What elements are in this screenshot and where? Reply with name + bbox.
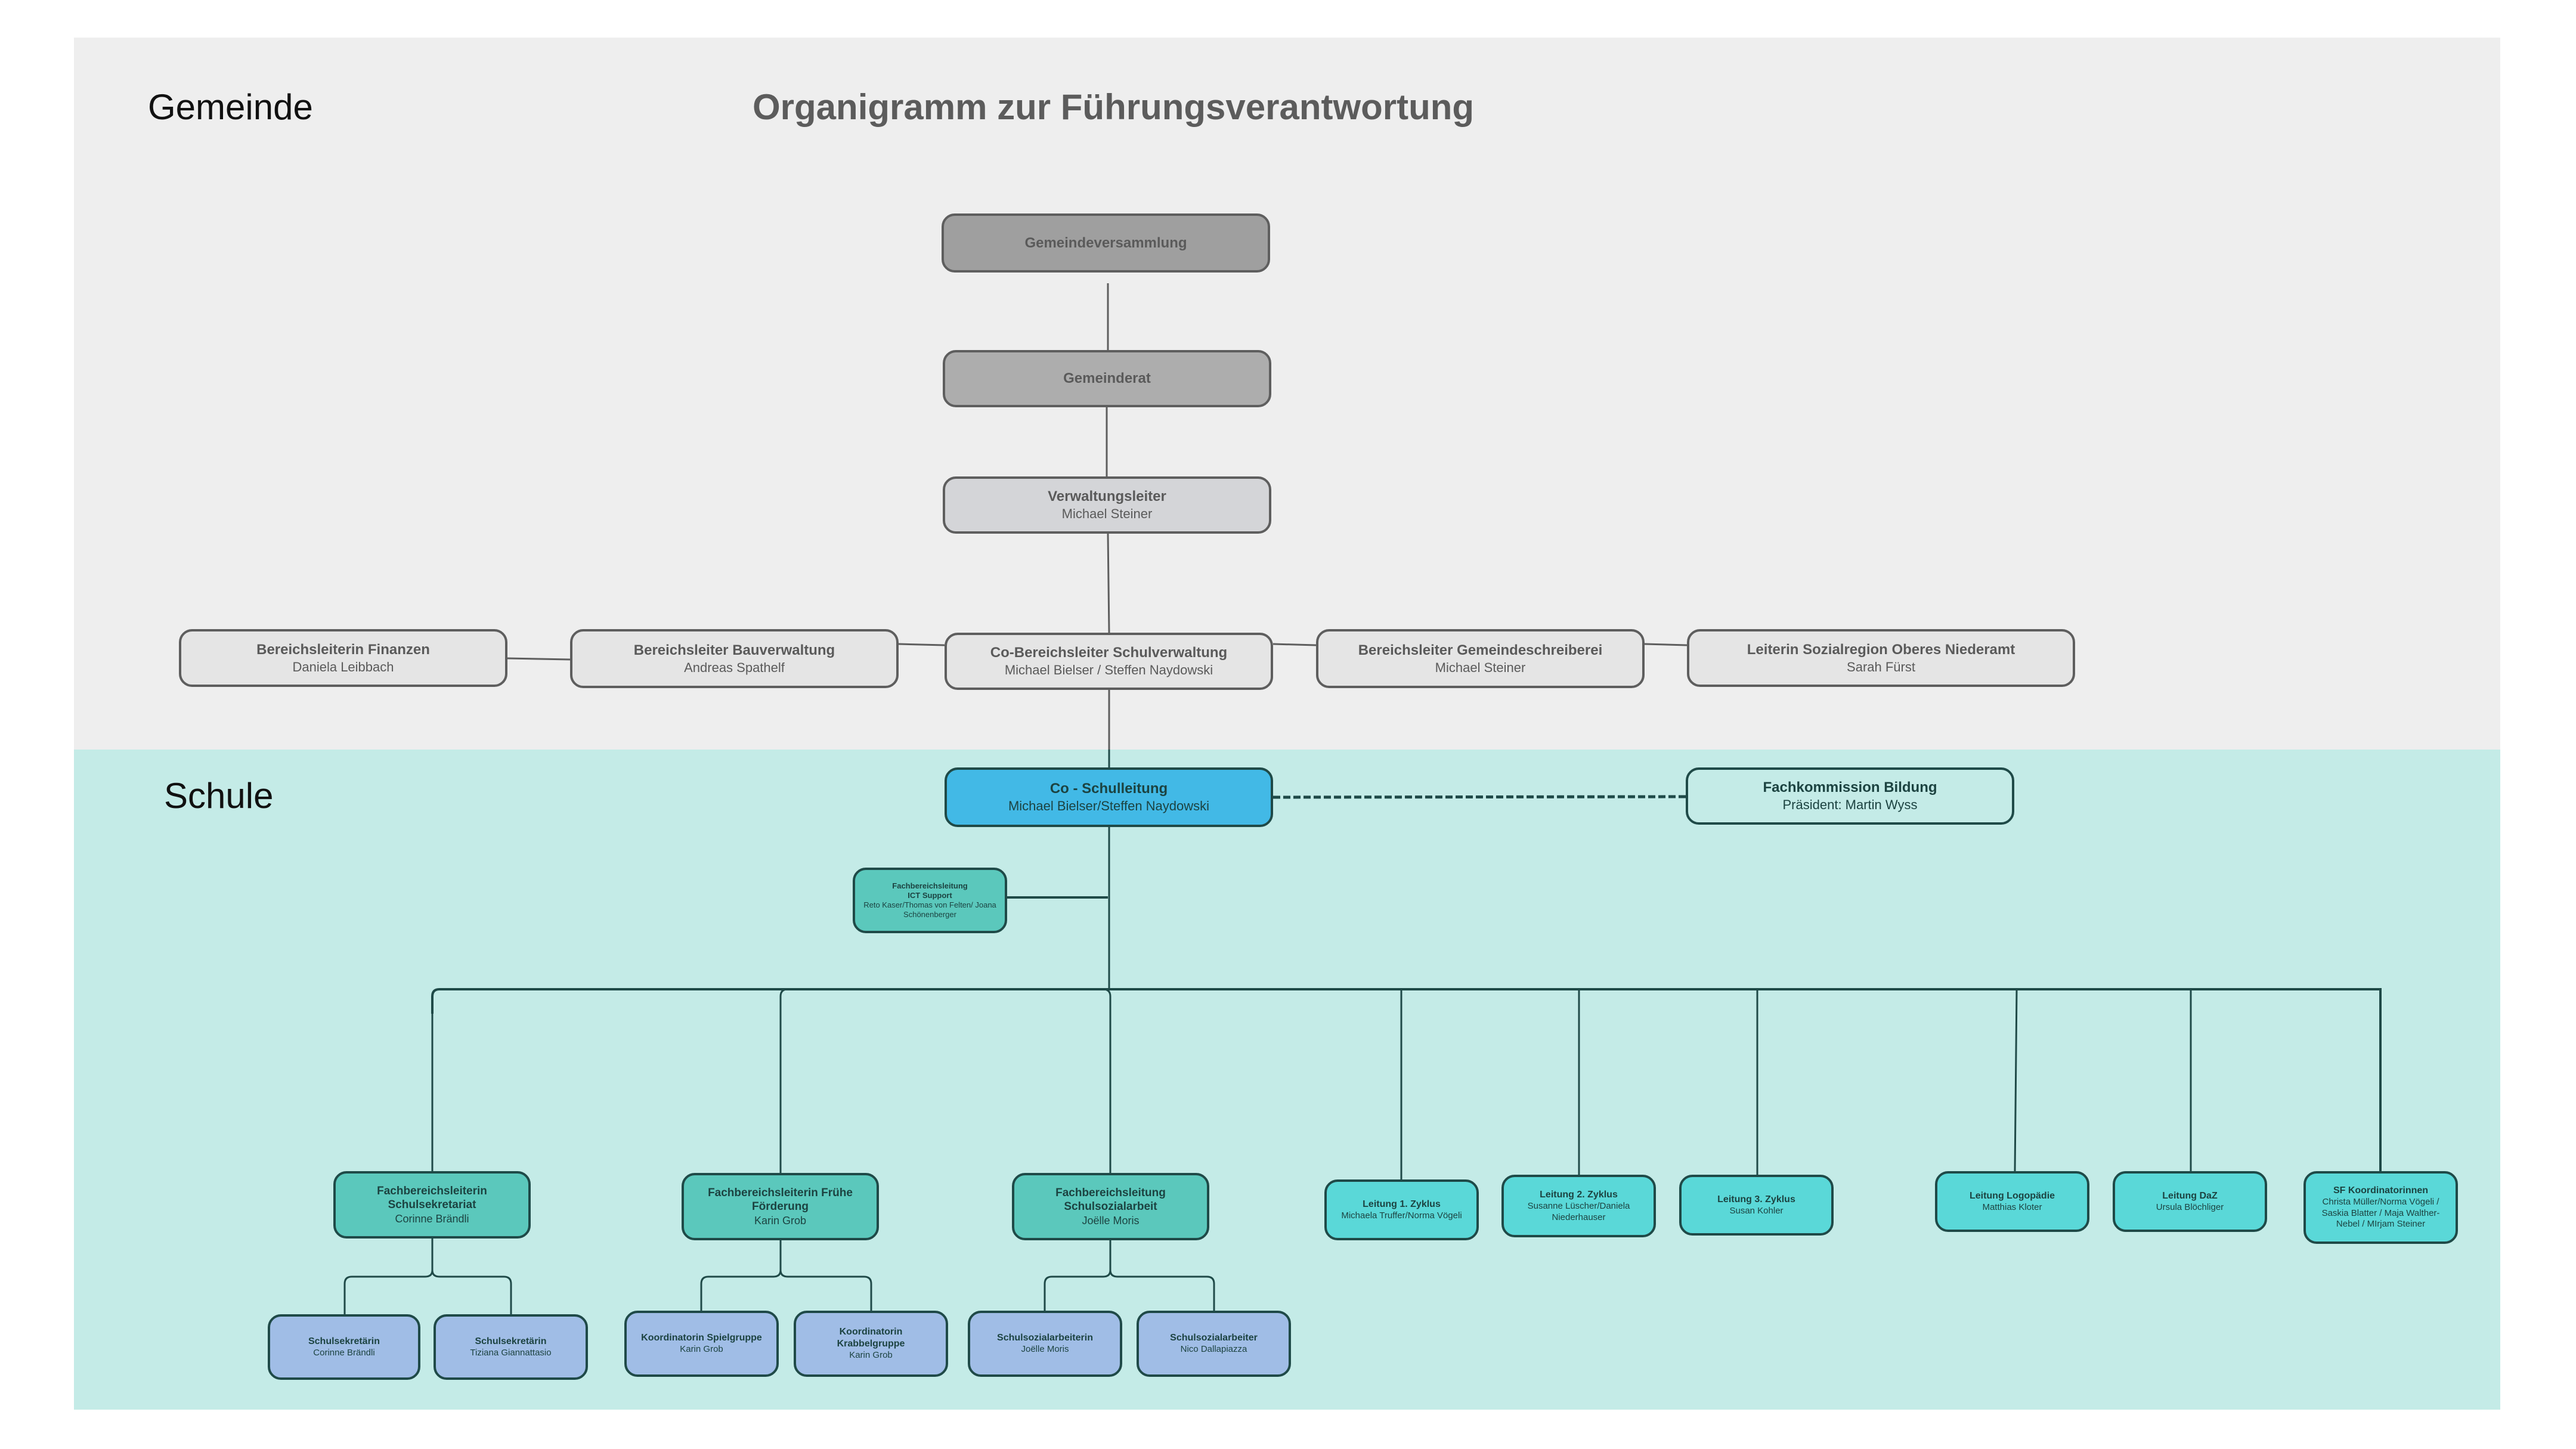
node-verwaltungsleiter: Verwaltungsleiter Michael Steiner bbox=[943, 476, 1271, 534]
node-title: Bereichsleiterin Finanzen bbox=[256, 641, 430, 658]
node-title: Koordinatorin Spielgruppe bbox=[641, 1333, 762, 1343]
node-title: Fachbereichsleiterin Frühe Förderung bbox=[708, 1186, 853, 1213]
node-title: Leitung 3. Zyklus bbox=[1717, 1194, 1795, 1205]
page-title: Organigramm zur Führungsverantwortung bbox=[753, 87, 1475, 127]
node-person: Michael Bielser/Steffen Naydowski bbox=[1008, 798, 1210, 814]
node-fachbereich-schulsozialarbeit: Fachbereichsleitung Schulsozialarbeit Jo… bbox=[1012, 1173, 1209, 1240]
node-person: Tiziana Giannattasio bbox=[470, 1347, 552, 1358]
node-leitung-zyklus-1: Leitung 1. Zyklus Michaela Truffer/Norma… bbox=[1324, 1179, 1479, 1240]
node-fachkommission-bildung: Fachkommission Bildung Präsident: Martin… bbox=[1686, 767, 2014, 825]
node-title: Leitung DaZ bbox=[2162, 1190, 2218, 1201]
node-title: Schulsekretärin bbox=[308, 1336, 380, 1346]
node-title: SF Koordinatorinnen bbox=[2333, 1185, 2429, 1196]
node-title: Schulsozialarbeiterin bbox=[997, 1333, 1093, 1343]
node-person: Michael Steiner bbox=[1061, 506, 1153, 522]
node-person: Sarah Fürst bbox=[1847, 659, 1915, 674]
schule-section bbox=[74, 750, 2500, 1410]
node-title: Bereichsleiter Gemeindeschreiberei bbox=[1358, 642, 1603, 658]
node-title: Leitung 2. Zyklus bbox=[1540, 1189, 1618, 1200]
node-person: Joëlle Moris bbox=[1082, 1215, 1140, 1227]
node-person: Matthias Kloter bbox=[1982, 1202, 2042, 1212]
node-title: Schulsozialarbeiter bbox=[1170, 1333, 1258, 1343]
node-person: Karin Grob bbox=[849, 1350, 893, 1361]
node-person: Ursula Blöchliger bbox=[2156, 1202, 2224, 1212]
node-fachbereich-fruehe-foerderung: Fachbereichsleiterin Frühe Förderung Kar… bbox=[682, 1173, 879, 1240]
node-sf-koordinatorinnen: SF Koordinatorinnen Christa Müller/Norma… bbox=[2303, 1171, 2458, 1244]
node-title: Gemeindeversammlung bbox=[1024, 234, 1187, 251]
node-person: Susan Kohler bbox=[1729, 1205, 1784, 1216]
node-person: Reto Kaser/Thomas von Felten/ Joana Schö… bbox=[863, 900, 996, 919]
node-bereich-finanzen: Bereichsleiterin Finanzen Daniela Leibba… bbox=[179, 629, 507, 687]
node-title: Co-Bereichsleiter Schulverwaltung bbox=[990, 645, 1228, 661]
node-person: Susanne Lüscher/Daniela Niederhauser bbox=[1527, 1200, 1630, 1222]
node-title: Fachkommission Bildung bbox=[1763, 779, 1937, 796]
node-title: Schulsekretärin bbox=[475, 1336, 547, 1346]
node-schulsekretaerin-2: Schulsekretärin Tiziana Giannattasio bbox=[434, 1314, 588, 1380]
node-schulsozialarbeiter: Schulsozialarbeiter Nico Dallapiazza bbox=[1137, 1311, 1291, 1377]
node-person: Christa Müller/Norma Vögeli / Saskia Bla… bbox=[2321, 1196, 2440, 1230]
node-leitung-zyklus-3: Leitung 3. Zyklus Susan Kohler bbox=[1679, 1175, 1834, 1236]
node-person: Daniela Leibbach bbox=[292, 659, 394, 674]
node-bereich-schulverwaltung: Co-Bereichsleiter Schulverwaltung Michae… bbox=[945, 633, 1273, 690]
node-title: Verwaltungsleiter bbox=[1048, 488, 1166, 505]
node-person: Karin Grob bbox=[754, 1215, 807, 1227]
node-bereich-gemeindeschreiberei: Bereichsleiter Gemeindeschreiberei Micha… bbox=[1316, 629, 1645, 688]
node-person: Karin Grob bbox=[680, 1344, 723, 1355]
node-title: Leitung 1. Zyklus bbox=[1363, 1199, 1441, 1209]
node-title: Fachbereichsleiterin Schulsekretariat bbox=[377, 1184, 487, 1212]
node-schulsekretaerin-1: Schulsekretärin Corinne Brändli bbox=[268, 1314, 420, 1380]
node-title: Leitung Logopädie bbox=[1969, 1190, 2055, 1201]
node-title: Koordinatorin Krabbelgruppe bbox=[837, 1327, 905, 1349]
node-koordinatorin-spielgruppe: Koordinatorin Spielgruppe Karin Grob bbox=[624, 1311, 779, 1377]
node-title: ICT Support bbox=[908, 890, 952, 900]
node-title: Fachbereichsleitung Schulsozialarbeit bbox=[1055, 1186, 1166, 1213]
node-title: Leiterin Sozialregion Oberes Niederamt bbox=[1747, 641, 2015, 658]
node-title: Fachbereichsleitung bbox=[892, 881, 968, 890]
node-person: Präsident: Martin Wyss bbox=[1782, 797, 1918, 813]
node-gemeinderat: Gemeinderat bbox=[943, 350, 1271, 407]
node-leitung-logopaedie: Leitung Logopädie Matthias Kloter bbox=[1935, 1171, 2089, 1232]
node-title: Bereichsleiter Bauverwaltung bbox=[633, 642, 835, 658]
node-person: Nico Dallapiazza bbox=[1180, 1344, 1247, 1355]
node-co-schulleitung: Co - Schulleitung Michael Bielser/Steffe… bbox=[945, 767, 1273, 827]
node-fachbereich-schulsekretariat: Fachbereichsleiterin Schulsekretariat Co… bbox=[333, 1171, 531, 1239]
node-person: Andreas Spathelf bbox=[684, 660, 785, 675]
node-person: Corinne Brändli bbox=[395, 1213, 469, 1225]
node-schulsozialarbeiterin: Schulsozialarbeiterin Joëlle Moris bbox=[968, 1311, 1122, 1377]
section-label-gemeinde: Gemeinde bbox=[148, 87, 313, 127]
node-leitung-daz: Leitung DaZ Ursula Blöchliger bbox=[2113, 1171, 2267, 1232]
node-title: Gemeinderat bbox=[1063, 370, 1151, 386]
node-person: Corinne Brändli bbox=[313, 1347, 375, 1358]
node-leitung-zyklus-2: Leitung 2. Zyklus Susanne Lüscher/Daniel… bbox=[1501, 1175, 1656, 1237]
node-bereich-sozialregion: Leiterin Sozialregion Oberes Niederamt S… bbox=[1687, 629, 2075, 687]
node-title: Co - Schulleitung bbox=[1049, 781, 1168, 797]
node-gemeindeversammlung: Gemeindeversammlung bbox=[942, 213, 1270, 273]
section-label-schule: Schule bbox=[164, 776, 274, 816]
node-koordinatorin-krabbelgruppe: Koordinatorin Krabbelgruppe Karin Grob bbox=[794, 1311, 948, 1377]
node-person: Michael Bielser / Steffen Naydowski bbox=[1004, 662, 1213, 678]
node-person: Joëlle Moris bbox=[1021, 1344, 1069, 1355]
node-ict-support: Fachbereichsleitung ICT Support Reto Kas… bbox=[853, 868, 1007, 933]
node-person: Michael Steiner bbox=[1435, 660, 1526, 675]
node-person: Michaela Truffer/Norma Vögeli bbox=[1341, 1210, 1462, 1221]
node-bereich-bauverwaltung: Bereichsleiter Bauverwaltung Andreas Spa… bbox=[570, 629, 899, 688]
